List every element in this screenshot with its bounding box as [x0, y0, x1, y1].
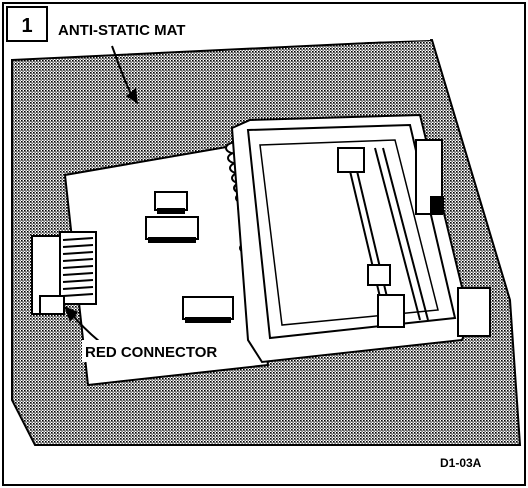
tray-block-3: [377, 294, 405, 328]
step-number: 1: [21, 15, 32, 37]
circuit-board: [63, 143, 270, 387]
rail-4: [382, 147, 429, 321]
tray-block-1: [337, 147, 365, 173]
connector-label: RED CONNECTOR: [85, 344, 217, 361]
chip-1-shadow: [157, 208, 185, 214]
mat-arrow-icon: [111, 45, 138, 104]
mat-label-bg: [55, 18, 215, 40]
chip-3: [182, 296, 234, 320]
rail-1: [344, 149, 386, 319]
latch-top-shadow: [430, 196, 444, 214]
connector-arrow-icon: [64, 306, 101, 343]
chip-2-shadow: [148, 237, 196, 243]
chip-2: [145, 216, 199, 240]
tray-block-2: [367, 264, 391, 286]
red-connector: [31, 231, 97, 315]
figure-id: D1-03A: [440, 456, 482, 470]
latch-bottom: [457, 287, 491, 337]
rail-2: [351, 149, 393, 319]
chip-3-shadow: [185, 317, 231, 323]
mat-label: ANTI-STATIC MAT: [58, 22, 185, 39]
step-number-box: [6, 6, 48, 42]
background-area: [180, 8, 430, 48]
rail-3: [374, 147, 421, 321]
figure-id-bg: [436, 452, 504, 472]
chip-1: [154, 191, 188, 211]
connector-label-bg: [82, 340, 242, 362]
